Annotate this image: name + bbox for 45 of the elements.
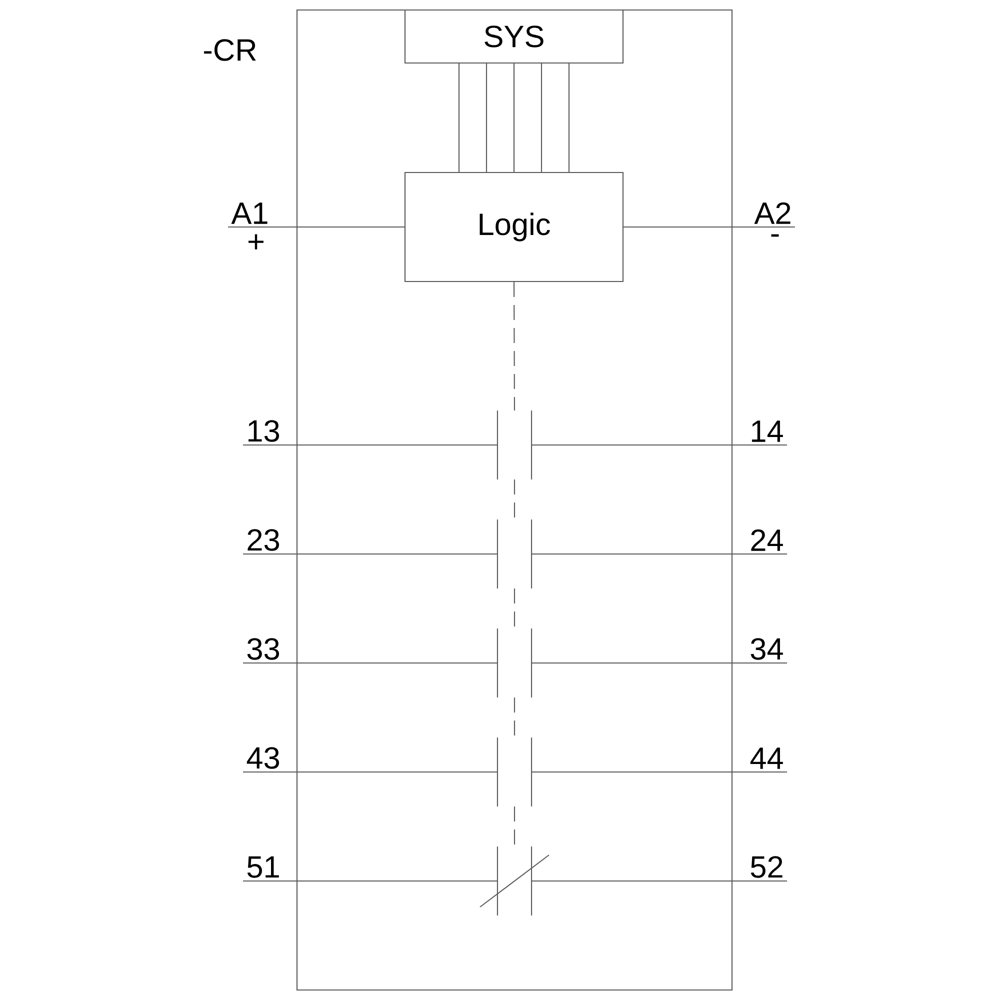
wire [532, 444, 787, 446]
linkage-line [514, 480, 516, 520]
terminal-label: 33 [247, 638, 280, 660]
make-contact-symbol [496, 628, 532, 698]
heading: -CR [204, 39, 256, 61]
break-contact-symbol [480, 846, 550, 916]
terminal-label: 23 [248, 529, 280, 551]
wire [540, 64, 542, 172]
terminal-label: 43 [246, 747, 280, 769]
wire [624, 226, 795, 228]
wire [532, 880, 787, 882]
terminal-label: 13 [248, 420, 280, 442]
terminal-label: A1 [231, 202, 268, 224]
terminal-label: 34 [750, 638, 783, 660]
terminal-label: 44 [750, 748, 783, 769]
wire [243, 662, 498, 664]
terminal-label: A2 [754, 202, 790, 224]
make-contact-symbol [496, 518, 532, 590]
wire [243, 771, 498, 773]
terminal-label: 52 [750, 856, 782, 878]
wire [243, 880, 498, 882]
wire [568, 64, 570, 172]
terminal-label: 14 [752, 420, 783, 442]
wire [486, 64, 488, 172]
linkage-line [514, 806, 516, 846]
wire [532, 553, 787, 555]
wire [243, 553, 498, 555]
linkage-line [514, 698, 516, 738]
linkage-line [514, 588, 516, 628]
wire [228, 226, 404, 228]
function-box: Logic [404, 172, 624, 282]
make-contact-symbol [496, 410, 532, 480]
polarity-sign: + [248, 234, 264, 250]
terminal-label: 24 [751, 529, 783, 551]
polarity-sign: - [771, 234, 779, 237]
wire [458, 64, 460, 172]
function-box: SYS [404, 9, 624, 64]
linkage-line [513, 282, 516, 410]
wire [532, 662, 787, 664]
terminal-label: 51 [247, 856, 279, 878]
device-frame [204, 9, 733, 991]
wire [532, 771, 787, 773]
make-contact-symbol [496, 736, 532, 808]
wire [513, 64, 515, 172]
wire [243, 444, 498, 446]
